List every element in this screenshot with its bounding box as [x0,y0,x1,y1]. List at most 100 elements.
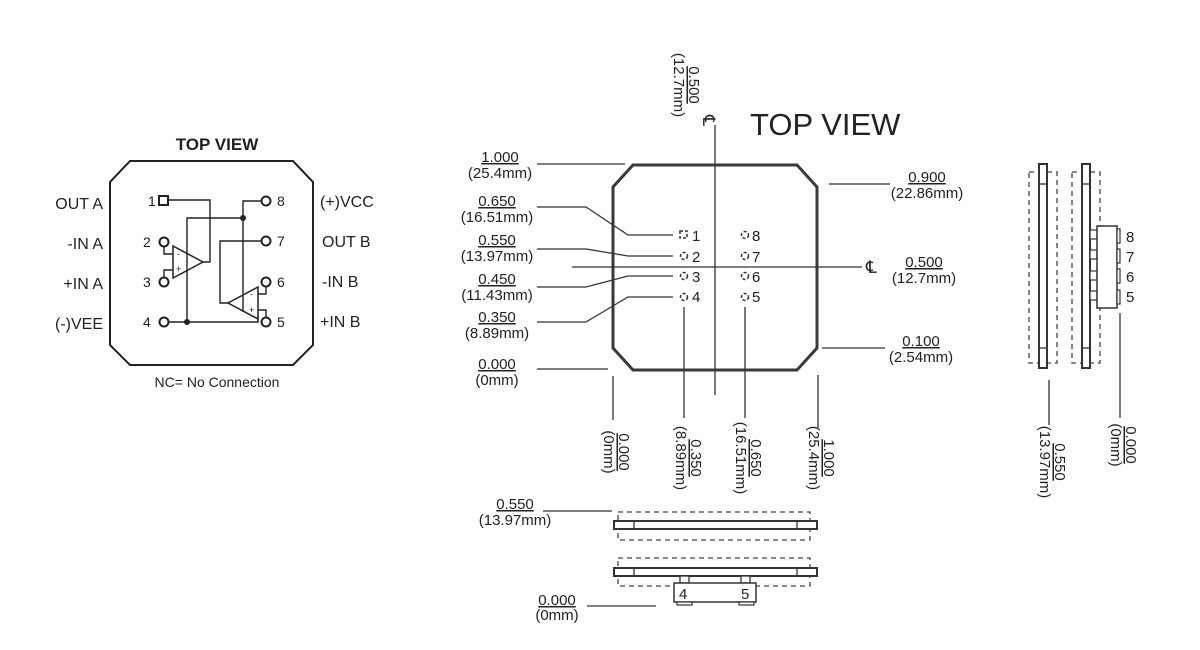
package-pin-6-label: 6 [752,269,760,286]
dim-top-mm: (12.7mm) [670,53,687,117]
package-pin-2-label: 2 [692,249,700,266]
label-in-minus-a: -IN A [67,236,103,253]
label-vee: (-)VEE [55,316,103,333]
schematic-wires [163,199,267,323]
junction-dot-vee [184,319,190,325]
dim-side-bottom-0550-mm: (13.97mm) [479,512,552,529]
dim-side-bottom-0550-in: 0.550 [496,496,534,513]
schematic-footnote: NC= No Connection [155,374,280,390]
dim-left-0000-mm: (0mm) [475,372,518,389]
side-view-right: 8 7 6 5 0.550 (13.97mm) 0.000 (0mm) [1028,163,1139,499]
dim-bottom-0350-in: 0.350 [687,439,704,477]
dim-right-0100-mm: (2.54mm) [889,349,953,366]
dim-left-0650-mm: (16.51mm) [461,209,534,226]
dim-side-right-0000-in: 0.000 [1122,426,1139,464]
opamp-a-symbol [172,244,205,280]
side-bottom-lower-board [613,567,818,577]
side-view-bottom: 4 5 0.550 (13.97mm) 0.000 (0mm) [479,496,818,624]
package-pin-2-marker [679,251,689,261]
pin-1-square-marker [158,195,169,206]
pin-number-2: 2 [143,234,151,250]
side-right-right-board [1081,163,1091,369]
dim-right-0100-in: 0.100 [902,333,940,350]
opamp-b-plus: + [249,305,254,315]
package-pin-5-marker [740,292,750,302]
opamp-a-plus: + [176,264,181,274]
right-dimension-leaders [822,183,890,349]
side-bottom-pin-4-label: 4 [679,586,687,603]
dim-left-0350-in: 0.350 [478,309,516,326]
dim-left-0550-mm: (13.97mm) [461,248,534,265]
dim-top-inches: 0.500 [685,66,702,104]
opamp-b-minus: - [250,289,253,299]
pin-2-marker [158,236,170,248]
pinout-schematic: TOP VIEW OUT A -IN A +IN A (-)VEE (+)VCC… [55,135,374,390]
dim-top-centerline: ℄ [699,114,718,126]
pin-6-marker [260,276,272,288]
package-pin-3-marker [679,271,689,281]
package-pin-6-marker [740,271,750,281]
package-title: TOP VIEW [750,107,901,142]
dim-right-0500-in: 0.500 [905,254,943,271]
dim-left-0450-in: 0.450 [478,271,516,288]
package-pin-4-label: 4 [692,289,700,306]
dim-right-0900-mm: (22.86mm) [891,185,964,202]
pin-3-marker [158,276,170,288]
label-in-minus-b: -IN B [322,274,358,291]
schematic-package-outline [109,160,314,366]
pin-5-marker [260,316,272,328]
side-bottom-upper-board [613,520,818,530]
dim-bottom-0350-mm: (8.89mm) [672,426,689,490]
side-right-pin-8-label: 8 [1126,229,1134,246]
right-dimension-labels: 0.900 (22.86mm) 0.500 (12.7mm) 0.100 (2.… [889,169,963,366]
pin-number-1: 1 [148,193,156,209]
package-pin-1-label: 1 [692,228,700,245]
dim-side-right-0550-mm: (13.97mm) [1036,426,1053,499]
package-pin-8-marker [740,230,750,240]
dim-left-0450-mm: (11.43mm) [461,287,532,304]
package-pin-5-label: 5 [752,289,760,306]
side-right-pin-6-label: 6 [1126,269,1134,286]
pin-number-5: 5 [277,314,285,330]
left-dimension-leaders [537,163,673,370]
centerline-symbol-top: ℄ [699,114,718,126]
package-pins: 1 2 3 4 8 7 6 5 [679,228,760,306]
dim-bottom-1000-mm: (25.4mm) [805,426,822,490]
side-right-pin-7-label: 7 [1126,249,1134,266]
dim-bottom-0000-in: 0.000 [615,433,632,471]
dim-right-0900-in: 0.900 [908,169,946,186]
side-bottom-component-body [673,582,757,603]
pin-number-4: 4 [143,314,151,330]
package-top-view: TOP VIEW ℄ 0.500 (12.7mm) 1 2 3 4 8 [461,53,964,494]
dim-left-1000-mm: (25.4mm) [468,165,532,182]
pin-number-6: 6 [277,274,285,290]
label-out-b: OUT B [322,234,371,251]
package-pin-8-label: 8 [752,228,760,245]
side-right-pin-5-label: 5 [1126,289,1134,306]
package-outline [611,163,819,372]
left-dimension-labels: 1.000 (25.4mm) 0.650 (16.51mm) 0.550 (13… [461,149,534,389]
pin-7-marker [260,235,272,247]
pin-number-8: 8 [277,193,285,209]
dim-bottom-1000-in: 1.000 [820,439,837,477]
dim-side-right-0550-in: 0.550 [1051,443,1068,481]
side-bottom-pin-5-label: 5 [741,586,749,603]
side-right-left-board [1038,163,1048,369]
bottom-dimension-leaders [612,307,819,428]
pin-number-7: 7 [277,233,285,249]
package-pin-7-marker [740,251,750,261]
pin-number-3: 3 [143,274,151,290]
junction-dot-vcc [240,215,246,221]
pin-4-marker [158,316,170,328]
dim-right-0500-mm: (12.7mm) [892,270,956,287]
dim-side-right-0000-mm: (0mm) [1107,423,1124,466]
dim-bottom-0650-mm: (16.51mm) [732,422,749,495]
dim-left-1000-in: 1.000 [481,149,519,166]
package-pin-4-marker [679,292,689,302]
side-right-component-body [1096,225,1118,309]
package-pin-3-label: 3 [692,269,700,286]
label-out-a: OUT A [55,196,103,213]
package-pin-7-label: 7 [752,249,760,266]
dim-side-bottom-0000-in: 0.000 [538,592,576,609]
